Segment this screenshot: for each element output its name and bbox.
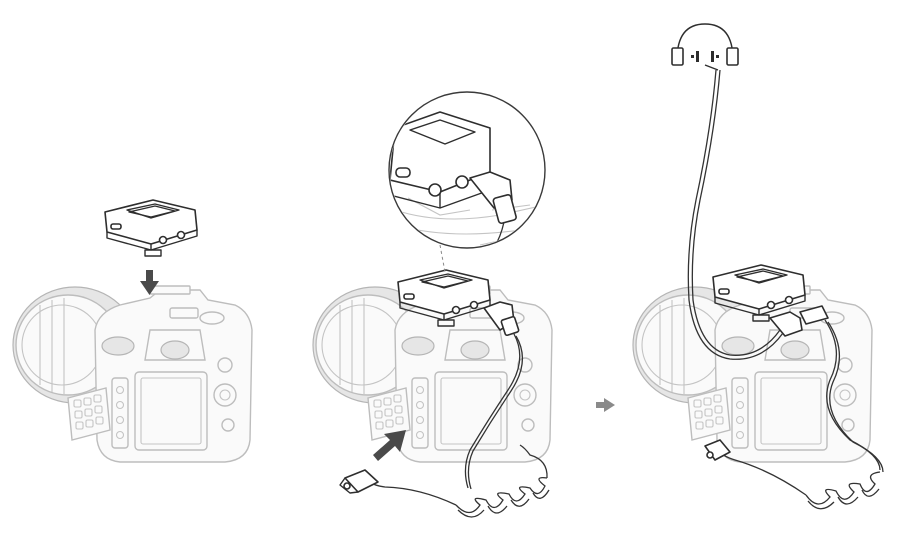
coiled-cable bbox=[455, 444, 550, 518]
arrow-diagonal-icon bbox=[373, 430, 406, 461]
arrow-right-icon bbox=[596, 398, 615, 412]
jack-plug-icon bbox=[339, 469, 379, 494]
step-1-mounting bbox=[12, 199, 253, 463]
headphones-icon bbox=[671, 23, 739, 71]
camera-illustration bbox=[12, 285, 253, 463]
step-2-cable bbox=[312, 91, 553, 518]
step-3-headphones bbox=[632, 23, 884, 510]
arrow-down-icon bbox=[140, 270, 159, 295]
coiled-cable bbox=[805, 471, 881, 510]
zoom-detail-callout bbox=[388, 91, 546, 273]
jack-plug-icon bbox=[483, 301, 520, 337]
receiver-device bbox=[104, 199, 198, 257]
jack-plug-icon bbox=[704, 439, 731, 461]
jack-plug-icon bbox=[769, 305, 829, 337]
